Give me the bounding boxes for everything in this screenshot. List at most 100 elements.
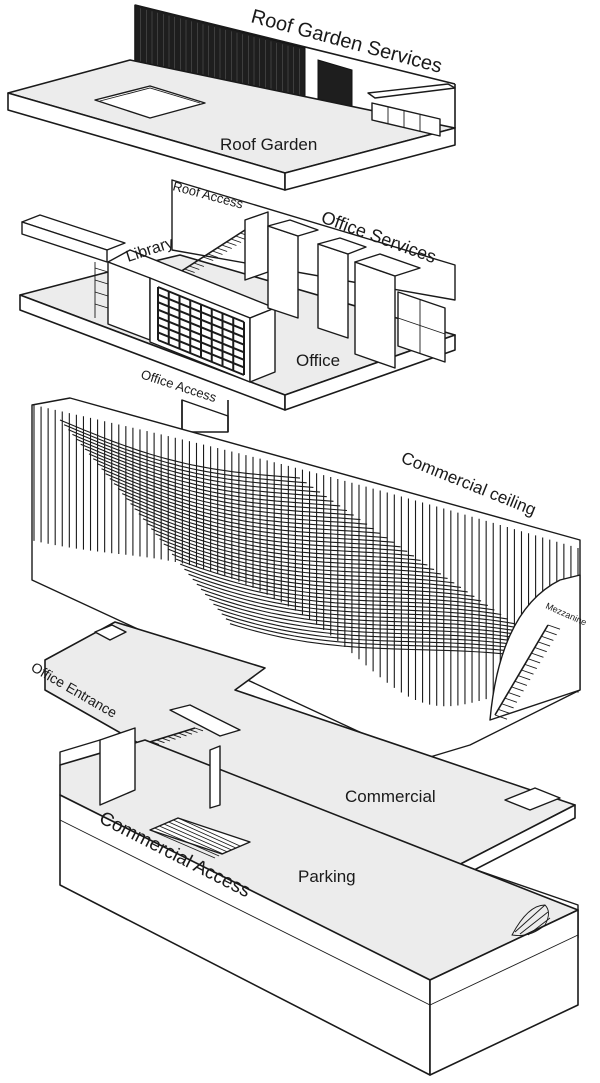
mezzanine-stair-step — [514, 680, 528, 686]
entrance-stair-step — [172, 734, 182, 739]
ceiling-slat-curve — [175, 558, 488, 606]
roof-slab-right — [284, 127, 456, 191]
entrance-stair-step — [183, 730, 193, 735]
ceiling-slat-curve — [68, 429, 314, 488]
roof-access-stair-step — [230, 238, 242, 243]
roof-access-stair-step — [212, 250, 223, 255]
library-grid-horizontal — [157, 316, 245, 354]
roof-services-counter — [371, 102, 441, 137]
entrance-stair-step — [189, 729, 198, 733]
mezzanine-stair-step — [518, 675, 531, 681]
label-commercial: Commercial — [345, 787, 436, 806]
commercial-level — [44, 621, 576, 886]
library-grid-horizontal — [157, 323, 245, 361]
library-grid-horizontal — [157, 331, 245, 369]
commercial-slab-corner — [94, 624, 127, 641]
library-grid-horizontal — [157, 293, 245, 331]
ceiling-slat-curve — [59, 419, 301, 479]
ceiling-slat-curve — [155, 533, 455, 584]
ceiling-slat-curve — [134, 508, 421, 561]
mezzanine-stair-step — [544, 630, 557, 636]
ceiling-slat-curve — [213, 603, 549, 648]
mezzanine-stair-step-rail — [494, 624, 549, 716]
label-parking: Parking — [298, 867, 356, 886]
ceiling-slat-curve — [84, 448, 341, 507]
ceiling-slat-curve — [117, 488, 394, 543]
ceiling-slat-curve — [88, 453, 348, 512]
mezzanine-stair-step — [511, 686, 524, 692]
roof-access-stair-step-rail — [179, 229, 246, 273]
ceiling-slat-curve — [180, 563, 495, 611]
label-office: Office — [296, 351, 340, 370]
mezzanine-stair-step — [504, 697, 518, 703]
library-grid-horizontal — [157, 301, 245, 339]
ceiling-slat-curve — [113, 483, 388, 539]
mezzanine-stair-step — [501, 703, 514, 709]
ceiling-slat-curve — [121, 493, 401, 548]
office-level — [19, 179, 456, 433]
mezzanine-stair-step — [521, 669, 534, 675]
ceiling-slat-curve — [63, 424, 307, 484]
ceiling-slat-curve — [159, 538, 462, 588]
ceiling-slat-curve — [97, 463, 361, 521]
mezzanine-stair-step — [537, 641, 551, 647]
library-grid-horizontal — [157, 308, 245, 346]
ceiling-slat-curve — [171, 553, 482, 602]
entrance-stair-step — [161, 737, 171, 742]
ceiling-slat-curve — [196, 583, 522, 629]
office-shelf-line — [94, 303, 109, 309]
mezzanine-stair-step — [494, 714, 508, 720]
entrance-landing — [169, 704, 241, 737]
ceiling-slat-curve — [150, 528, 448, 579]
ceiling-slat-curve — [130, 503, 415, 557]
roof-access-stair-step — [235, 235, 246, 240]
roof-access-stair-step — [221, 244, 232, 249]
ceiling-slat-curve — [163, 543, 468, 593]
mezzanine-stair-step — [508, 692, 521, 698]
office-slab-right — [284, 334, 456, 411]
roof-access-stair-step — [216, 247, 228, 252]
roof-services-canopy — [367, 83, 456, 99]
roof-access-stair-step — [189, 265, 200, 270]
entrance-stair-step — [194, 727, 204, 732]
office-service-box-1 — [244, 211, 269, 281]
mezzanine-stair-step — [524, 663, 537, 669]
ceiling-slat-curve — [209, 598, 542, 643]
office-shelf-line — [94, 279, 109, 285]
ceiling-slat-curve — [204, 593, 535, 639]
office-service-box-4 — [354, 261, 396, 369]
office-service-box-2 — [267, 225, 299, 319]
library-grid-horizontal — [157, 339, 245, 376]
parking-slab-right — [429, 909, 579, 1076]
ceiling-slat-curve — [142, 518, 435, 570]
ceiling-slat-curve — [192, 578, 515, 625]
parking-level — [59, 727, 579, 1076]
ramp-line — [149, 829, 216, 859]
library-grid-horizontal — [157, 286, 245, 323]
office-shelf-line — [94, 267, 109, 273]
ceiling-slat-curve — [80, 443, 334, 502]
ceiling-slat-curve — [217, 608, 556, 653]
ramp-line — [159, 825, 224, 855]
commercial-opening — [504, 787, 561, 811]
roof-access-stair-step — [184, 268, 195, 273]
roof-opening — [94, 85, 206, 119]
label-roof-garden: Roof Garden — [220, 135, 317, 154]
office-access-shaft — [181, 399, 229, 433]
ceiling-slat-curve — [92, 458, 354, 516]
office-service-counter — [397, 291, 446, 363]
entrance-stair-step — [167, 736, 176, 740]
roof-access-stair-step — [203, 256, 214, 261]
ceiling-slat-curve — [126, 498, 408, 552]
ceiling-slat-curve — [184, 568, 502, 616]
ceiling-slat-curve — [76, 438, 327, 498]
roof-garden-level — [7, 4, 456, 191]
office-service-box-3 — [317, 243, 349, 339]
mezzanine-stair-step — [541, 635, 554, 641]
ramp-line — [173, 819, 237, 849]
ramp-line — [168, 821, 232, 851]
ramp-line — [177, 817, 241, 847]
ramp-line — [154, 827, 220, 857]
